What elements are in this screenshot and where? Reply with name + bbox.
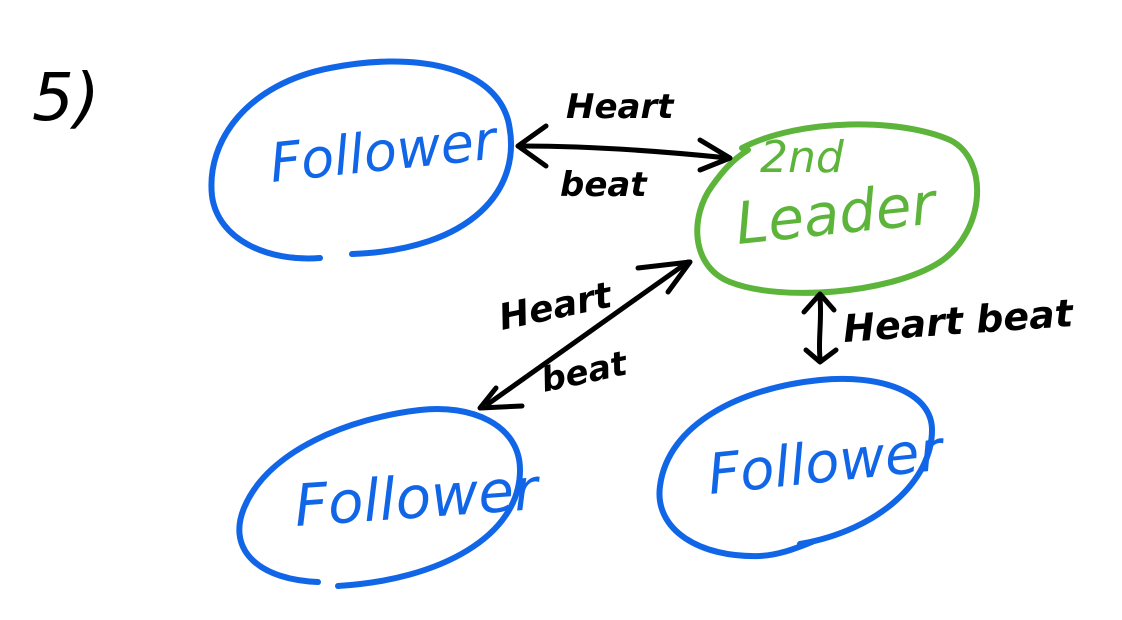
edge-follower-top-leader-arrowhead-right <box>697 137 733 173</box>
leader-ellipse <box>694 121 981 296</box>
edge-leader-follower-bottom-left-label-line1: Heart <box>495 275 617 339</box>
node-leader: 2nd Leader <box>694 121 981 296</box>
edge-follower-top-leader-label-line2: beat <box>560 165 648 205</box>
edge-leader-follower-bottom-left-arrowhead-top <box>635 259 693 295</box>
follower-top-label: Follower <box>267 108 502 195</box>
edge-leader-follower-bottom-right: Heart beat <box>801 291 1076 365</box>
edge-leader-follower-bottom-left-label-line2: beat <box>538 343 633 400</box>
edge-follower-top-leader-label-line1: Heart <box>566 87 675 127</box>
follower-bottom-right-label: Follower <box>705 418 949 508</box>
follower-bottom-right-ellipse <box>656 375 935 560</box>
node-follower-top: Follower <box>208 58 515 262</box>
edge-leader-follower-bottom-left-arrowhead-bottom <box>477 385 525 411</box>
leader-annotation: 2nd <box>760 132 845 183</box>
edge-follower-top-leader-line <box>519 143 731 161</box>
edge-follower-top-leader: Heart beat <box>515 87 733 205</box>
edge-leader-follower-bottom-left-line <box>485 259 691 407</box>
follower-top-ellipse <box>208 58 515 262</box>
edge-leader-follower-bottom-right-arrowhead-bottom <box>803 347 839 365</box>
edge-leader-follower-bottom-left: Heart beat <box>477 259 693 411</box>
edge-leader-follower-bottom-right-line <box>816 295 824 361</box>
problem-number: 5) <box>32 59 100 136</box>
edge-leader-follower-bottom-right-label: Heart beat <box>842 291 1076 351</box>
edge-follower-top-leader-arrowhead-left <box>515 123 549 169</box>
node-follower-bottom-right: Follower <box>656 375 949 560</box>
edge-leader-follower-bottom-right-arrowhead-top <box>801 291 837 315</box>
follower-bottom-left-label: Follower <box>292 455 543 540</box>
node-follower-bottom-left: Follower <box>236 406 543 589</box>
follower-bottom-left-ellipse <box>236 406 523 589</box>
